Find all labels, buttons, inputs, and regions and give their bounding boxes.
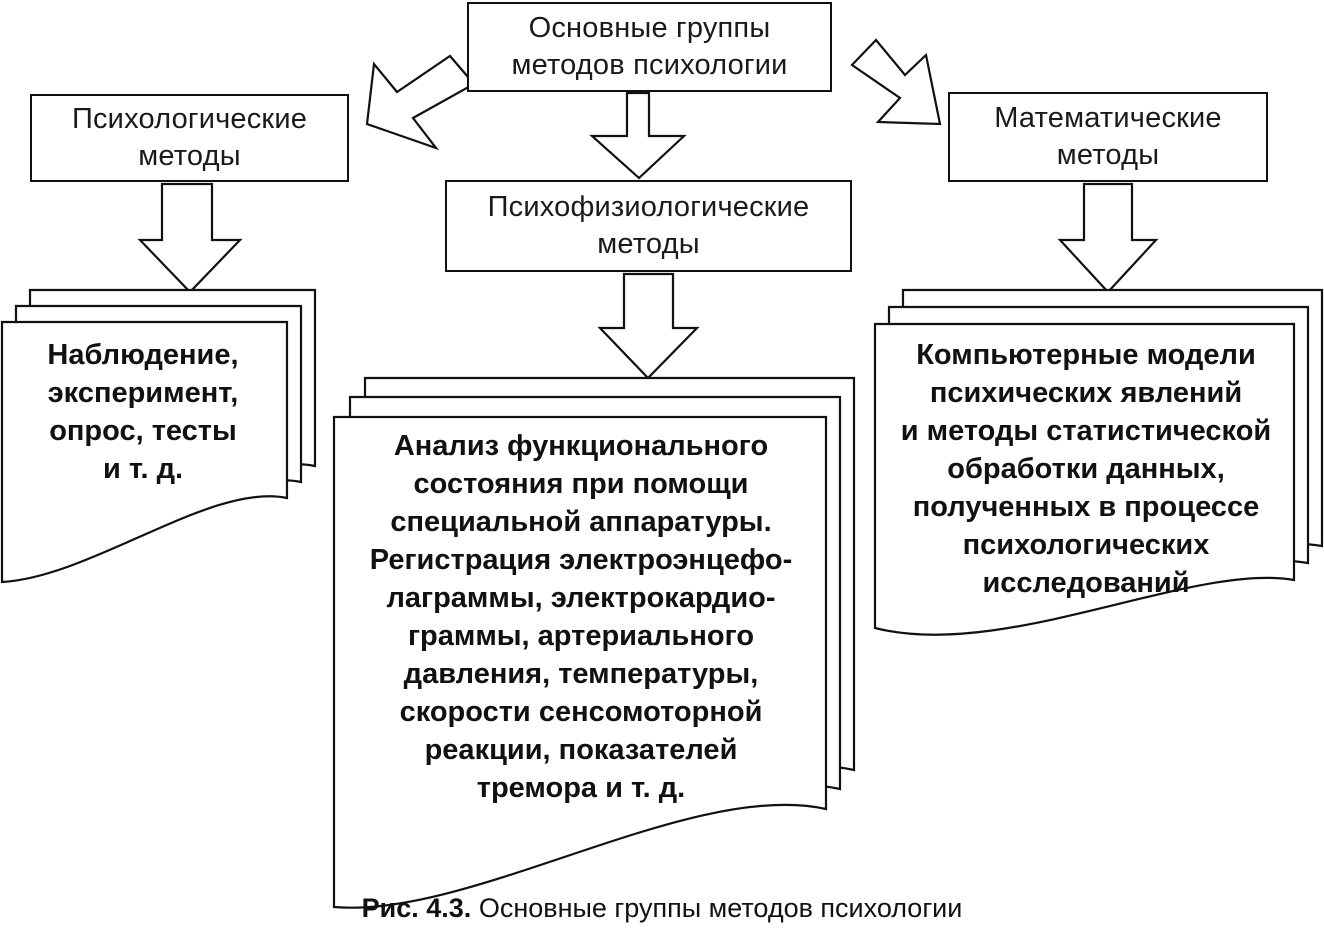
group-title-line: методы (138, 140, 241, 172)
items-psychological: Наблюдение, эксперимент, опрос, тесты и … (8, 336, 278, 488)
group-title-line: методы (597, 228, 700, 260)
items-line: обработки данных, (947, 453, 1225, 485)
items-line: опрос, тесты (49, 415, 237, 447)
doc-stack-psychophysiological (332, 376, 856, 909)
items-line: тремора и т. д. (476, 772, 686, 804)
items-line: эксперимент, (47, 377, 239, 409)
items-line: Регистрация электроэнцефо- (369, 544, 793, 576)
root-title-line: методов психологии (511, 49, 788, 81)
group-box-psychophysiological: Психофизиологические методы (445, 180, 852, 272)
items-line: Анализ функционального (393, 430, 769, 462)
doc-stack-mathematical (873, 288, 1324, 636)
arrow-root-to-psychological (365, 54, 476, 151)
group-title: Психологические методы (72, 101, 307, 175)
items-line: Компьютерные модели (916, 339, 1256, 371)
items-line: состояния при помощи (413, 468, 749, 500)
items-line: Наблюдение, (47, 339, 239, 371)
arrow-psychophysiological-to-items (597, 272, 700, 380)
group-title: Математические методы (994, 100, 1222, 174)
items-mathematical: Компьютерные модели психических явлений … (877, 336, 1295, 602)
items-line: психологических (962, 529, 1210, 561)
arrow-mathematical-to-items (1057, 182, 1159, 294)
caption-label: Рис. 4.3. (361, 893, 472, 923)
group-title-line: Психологические (71, 103, 308, 135)
group-box-psychological: Психологические методы (30, 94, 349, 182)
group-title-line: методы (1056, 139, 1160, 171)
items-line: и т. д. (102, 453, 184, 485)
group-box-mathematical: Математические методы (948, 92, 1268, 182)
items-line: исследований (982, 567, 1190, 599)
items-line: специальной аппаратуры. (390, 506, 772, 538)
items-line: психических явлений (929, 377, 1243, 409)
root-title-line: Основные группы (528, 12, 771, 44)
items-line: полученных в процессе (912, 491, 1260, 523)
items-line: граммы, артериального (407, 620, 755, 652)
root-title: Основные группы методов психологии (511, 10, 787, 84)
caption-text: Основные группы методов психологии (478, 893, 963, 923)
items-line: реакции, показателей (424, 734, 738, 766)
arrow-psychological-to-items (137, 182, 243, 294)
doc-stack-psychological (0, 288, 317, 584)
figure-caption: Рис. 4.3. Основные группы методов психол… (0, 893, 1324, 924)
items-line: лаграммы, электрокардио- (386, 582, 776, 614)
group-title-line: Психофизиологические (487, 191, 810, 223)
group-title-line: Математические (994, 102, 1222, 134)
items-line: скорости сенсомоторной (399, 696, 763, 728)
items-line: давления, температуры, (403, 658, 759, 690)
items-line: и методы статистической (900, 415, 1272, 447)
group-title: Психофизиологические методы (488, 189, 810, 263)
arrow-root-to-psychophysiological (589, 91, 687, 180)
root-box: Основные группы методов психологии (467, 2, 832, 92)
items-psychophysiological: Анализ функционального состояния при пом… (336, 427, 826, 807)
arrow-root-to-mathematical (850, 38, 942, 126)
